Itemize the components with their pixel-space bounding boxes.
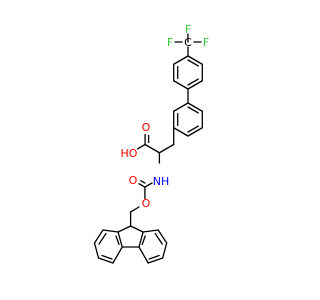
bond-ring2 [187,102,203,112]
bond-oester-ch2 [129,206,140,213]
bond-fluorene-left-ring [102,229,119,233]
bond-fluorene-left-ring [97,257,114,264]
bond-ring1 [187,55,203,65]
molecule-drawing: F F C F O HO NH O O [93,23,210,264]
bond-fluorene-left-ring [112,246,123,264]
bond-calpha-cacid [144,143,161,154]
bond-n-ccarbamate [144,182,153,188]
bond-fluorene-5ring [117,225,132,233]
bond-fluorene-right-ring-double [154,232,163,245]
bond-fluorene-right-ring-double [141,235,146,246]
bond-ring2-double [187,106,199,114]
bond-fluorene-left-ring [93,229,104,244]
atom-o-carbonyl: O [129,174,138,187]
bond-ch2-calpha [158,143,175,154]
bond-fluorene-right-ring-double [148,254,160,260]
atom-f-top: F [185,23,191,36]
bond-ccarbamate-o [138,183,146,188]
bond-group [93,33,203,264]
atom-label-group: F F C F O HO NH O O [121,23,210,210]
bond-ring1 [173,80,189,90]
bond-ring1-double [187,78,199,86]
bond-ring2 [173,102,189,112]
bond-ring2 [173,127,189,137]
bond-fluorene-5ring [117,231,123,248]
bond-fluorene-right-ring [147,257,164,264]
atom-f-left: F [167,36,173,49]
bond-fluorene-left-ring-double [98,232,107,245]
bond-fluorene-left-ring-double [115,235,120,246]
structure-svg: F F C F O HO NH O O [93,23,210,264]
bond-fluorene-5ring [138,231,144,248]
bond-ring2-double [187,125,199,133]
atom-nh: NH [153,175,170,188]
bond-fluorene-right-ring [142,229,159,233]
atom-ho: HO [121,147,138,160]
bond-fluorene-right-ring [138,246,149,264]
bond-fluorene-right-ring [157,229,168,244]
bond-fluorene-left-ring-double [101,254,113,260]
bond-fluorene-5ring [129,225,144,233]
bond-fluorene-right-ring [162,242,168,259]
atom-c-cf3: C [184,36,192,49]
bond-ring1 [173,55,189,65]
bond-ring2 [187,127,203,137]
bond-fluorene-left-ring [93,242,100,259]
bond-ring1 [187,80,203,90]
bond-ccarbamate-o-double [140,180,146,184]
bond-cacid-oh [136,143,146,150]
atom-o-acid: O [142,121,151,134]
atom-f-right: F [203,36,209,49]
bond-ring1-double [187,59,199,67]
atom-o-ester: O [142,197,151,210]
